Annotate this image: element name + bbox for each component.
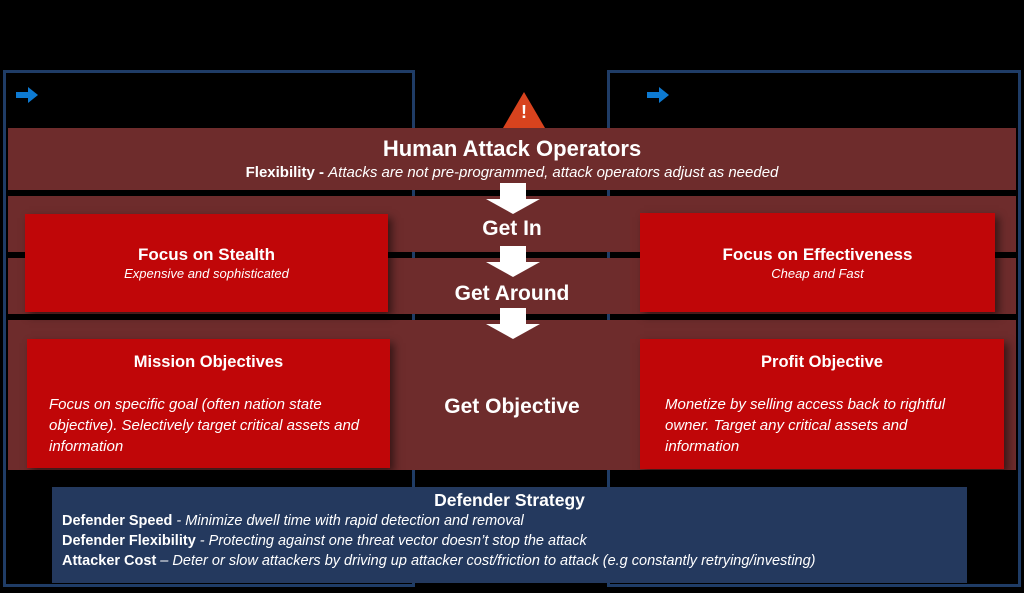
down-arrow-head — [486, 262, 540, 277]
defender-strategy-box: Defender Strategy Defender Speed - Minim… — [52, 487, 967, 583]
arrow-right-icon — [647, 87, 669, 103]
focus-on-effectiveness-box: Focus on Effectiveness Cheap and Fast — [640, 213, 995, 312]
down-arrow-icon — [486, 183, 540, 214]
defender-flexibility-sep: - — [195, 533, 209, 549]
flow-step-get-objective: Get Objective — [444, 395, 580, 418]
defender-line-attacker-cost: Attacker Cost – Deter or slow attackers … — [62, 551, 957, 571]
down-arrow-tail — [500, 183, 526, 199]
attacker-cost-label: Attacker Cost — [62, 553, 157, 569]
attacker-cost-sep: – — [156, 553, 173, 569]
diagram-title: Human Attack Operators — [382, 135, 642, 161]
defender-flexibility-label: Defender Flexibility — [62, 533, 196, 549]
arrow-right-icon — [16, 87, 38, 103]
flow-step-get-in: Get In — [482, 217, 542, 240]
mission-title: Mission Objectives — [133, 353, 284, 371]
defender-speed-sep: - — [172, 513, 186, 529]
defender-line-flexibility: Defender Flexibility - Protecting agains… — [62, 531, 957, 551]
down-arrow-head — [486, 324, 540, 339]
down-arrow-icon — [486, 308, 540, 339]
defender-speed-text: Minimize dwell time with rapid detection… — [185, 513, 524, 529]
header-band: Human Attack Operators Flexibility - Att… — [8, 128, 1016, 190]
subtitle-label: Flexibility - — [245, 163, 324, 181]
stealth-subtitle: Expensive and sophisticated — [124, 266, 289, 281]
down-arrow-tail — [500, 308, 526, 324]
stealth-title: Focus on Stealth — [138, 245, 275, 264]
profit-title: Profit Objective — [761, 353, 883, 371]
warning-exclamation: ! — [521, 102, 527, 122]
defender-line-speed: Defender Speed - Minimize dwell time wit… — [62, 511, 957, 531]
down-arrow-tail — [500, 246, 526, 262]
down-arrow-head — [486, 199, 540, 214]
mission-body: Focus on specific goal (often nation sta… — [49, 396, 360, 455]
effectiveness-subtitle: Cheap and Fast — [771, 265, 864, 281]
subtitle-text: Attacks are not pre-programmed, attack o… — [328, 163, 779, 181]
attacker-cost-text: Deter or slow attackers by driving up at… — [172, 553, 816, 569]
focus-on-stealth-box: Focus on Stealth Expensive and sophistic… — [25, 214, 388, 312]
profit-body: Monetize by selling access back to right… — [665, 396, 946, 455]
warning-triangle-icon: ! — [503, 92, 545, 128]
diagram-subtitle: Flexibility - Attacks are not pre-progra… — [246, 162, 779, 183]
warning-triangle-shape — [503, 92, 545, 128]
down-arrow-icon — [486, 246, 540, 277]
mission-objectives-box: Mission Objectives Focus on specific goa… — [27, 339, 390, 468]
effectiveness-title: Focus on Effectiveness — [722, 244, 913, 264]
defender-speed-label: Defender Speed — [62, 513, 173, 529]
defender-flexibility-text: Protecting against one threat vector doe… — [208, 533, 587, 549]
flow-step-get-around: Get Around — [454, 282, 570, 305]
profit-objective-box: Profit Objective Monetize by selling acc… — [640, 339, 1004, 469]
defender-title: Defender Strategy — [434, 490, 585, 510]
